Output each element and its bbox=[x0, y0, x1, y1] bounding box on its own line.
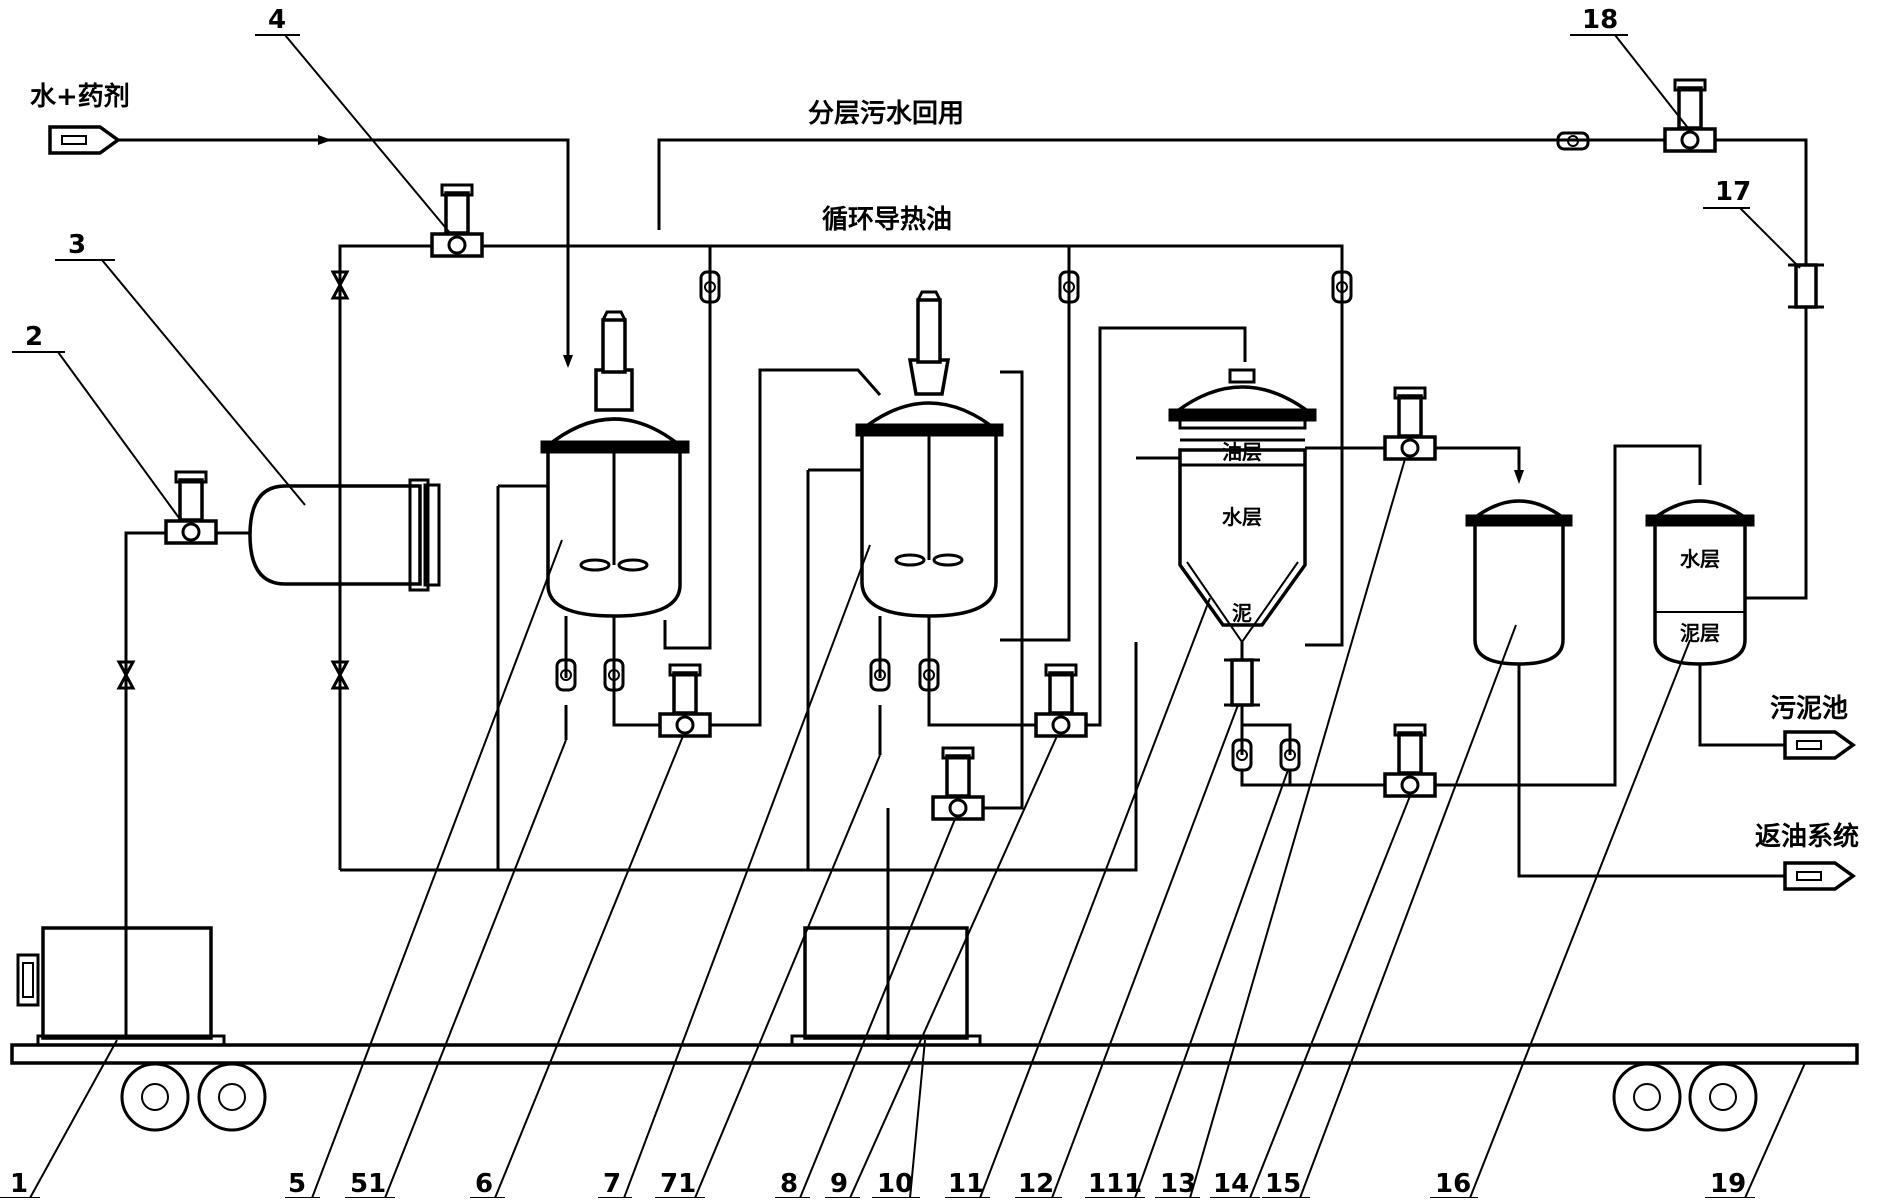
reactor-7 bbox=[855, 290, 1004, 618]
callout-111: 111 bbox=[1088, 1169, 1142, 1198]
trailer-platform bbox=[10, 1043, 1859, 1132]
pump-13 bbox=[1383, 386, 1437, 461]
pump-9 bbox=[931, 746, 985, 821]
callout-51: 51 bbox=[350, 1169, 386, 1198]
callout-8: 8 bbox=[780, 1169, 798, 1198]
callout-71: 71 bbox=[660, 1169, 696, 1198]
oil-layer-label: 油层 bbox=[1222, 440, 1262, 464]
oil-tank-15 bbox=[1465, 499, 1573, 666]
filter-17 bbox=[1788, 263, 1824, 309]
reactor-5 bbox=[540, 310, 690, 618]
valves bbox=[116, 270, 350, 690]
pump-18 bbox=[1663, 78, 1717, 153]
pump-4 bbox=[430, 183, 484, 258]
callout-19: 19 bbox=[1710, 1169, 1746, 1198]
settling-tank-16: 水层 泥层 bbox=[1645, 499, 1755, 666]
callout-1: 1 bbox=[10, 1169, 28, 1198]
pump-8 bbox=[1034, 663, 1088, 738]
circulating-oil-label: 循环导热油 bbox=[822, 205, 952, 235]
front-wheels bbox=[120, 1062, 267, 1132]
water-agent-label: 水+药剂 bbox=[30, 82, 130, 112]
mud-label-separator: 泥 bbox=[1232, 601, 1252, 625]
liquid-tank-10 bbox=[790, 926, 982, 1047]
callout-18: 18 bbox=[1582, 5, 1618, 35]
water-layer-label-separator: 水层 bbox=[1222, 505, 1262, 529]
sludge-pool-label: 污泥池 bbox=[1770, 694, 1848, 724]
mud-layer-label-tank: 泥层 bbox=[1680, 621, 1720, 645]
oil-return-label: 返油系统 bbox=[1755, 821, 1859, 852]
recycle-wastewater-label: 分层污水回用 bbox=[808, 99, 964, 129]
sludge-pool-terminal bbox=[1783, 730, 1856, 760]
callout-6: 6 bbox=[475, 1169, 493, 1198]
callout-17: 17 bbox=[1715, 177, 1751, 207]
callout-2: 2 bbox=[25, 322, 43, 352]
callout-14: 14 bbox=[1213, 1169, 1249, 1198]
callout-9: 9 bbox=[830, 1169, 848, 1198]
callout-3: 3 bbox=[68, 230, 86, 260]
filter-12 bbox=[1224, 658, 1260, 707]
callout-7: 7 bbox=[603, 1169, 621, 1198]
callouts: 2 3 4 18 17 1 5 51 6 7 71 8 9 10 11 12 bbox=[0, 5, 1806, 1199]
callout-13: 13 bbox=[1160, 1169, 1196, 1198]
pump-14 bbox=[1383, 723, 1437, 798]
callout-4: 4 bbox=[268, 5, 286, 35]
oil-return-terminal bbox=[1783, 861, 1856, 891]
callout-15: 15 bbox=[1265, 1169, 1301, 1198]
heater-3 bbox=[248, 478, 441, 592]
callout-16: 16 bbox=[1435, 1169, 1471, 1198]
callout-12: 12 bbox=[1018, 1169, 1054, 1198]
pump-2 bbox=[164, 470, 218, 545]
callout-5: 5 bbox=[288, 1169, 306, 1198]
rear-wheels bbox=[1612, 1062, 1758, 1132]
callout-10: 10 bbox=[877, 1169, 913, 1198]
terminals bbox=[48, 125, 1856, 891]
flow-labels: 水+药剂 分层污水回用 循环导热油 污泥池 返油系统 bbox=[30, 82, 1859, 852]
pumps bbox=[164, 78, 1717, 821]
callout-11: 11 bbox=[948, 1169, 984, 1198]
water-layer-label-tank: 水层 bbox=[1680, 547, 1720, 571]
pump-6 bbox=[658, 663, 712, 738]
heat-source-box-1 bbox=[16, 926, 226, 1047]
separator-11: 油层 水层 泥 bbox=[1168, 368, 1317, 644]
flow-indicators bbox=[555, 131, 1590, 772]
water-agent-inlet-terminal bbox=[48, 125, 121, 155]
